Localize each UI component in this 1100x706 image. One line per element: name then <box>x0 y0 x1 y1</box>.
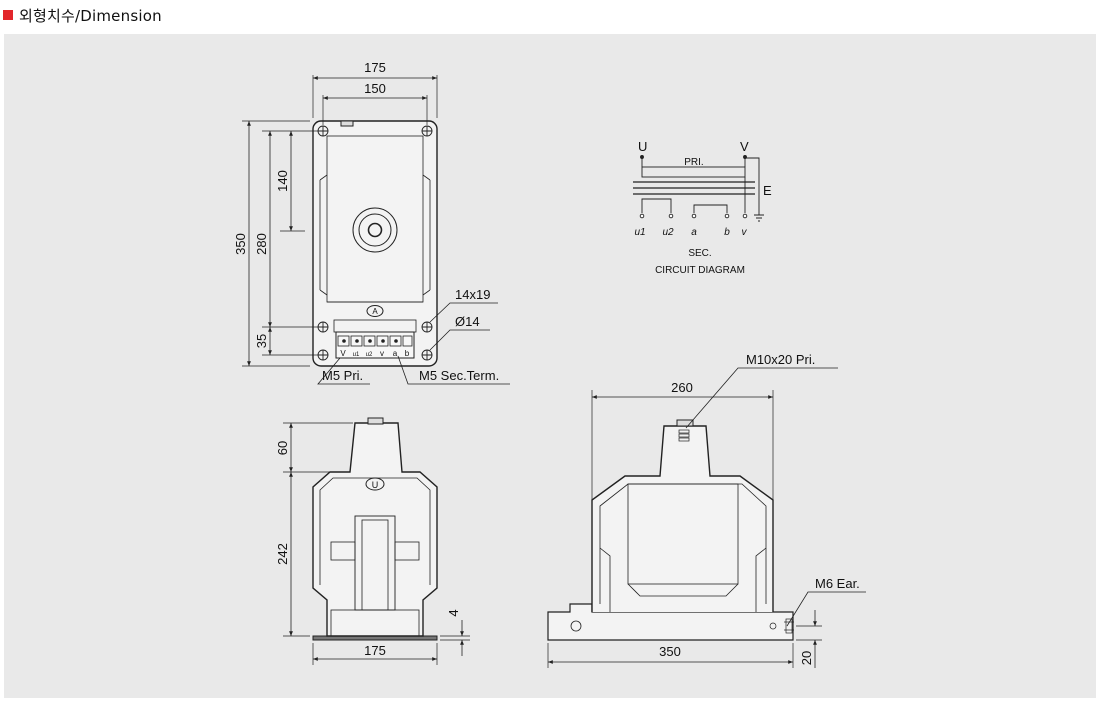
section-title: 외형치수/Dimension <box>19 6 162 25</box>
front-marker-u: U <box>372 480 379 490</box>
label-m10x20: M10x20 Pri. <box>746 352 815 367</box>
circuit-label-e: E <box>763 183 772 198</box>
dim-350-top: 350 <box>233 233 248 255</box>
dim-260: 260 <box>671 380 693 395</box>
terminal-letter: b <box>405 349 410 358</box>
label-hole: Ø14 <box>455 314 480 329</box>
front-view <box>283 417 470 665</box>
terminal-letter: u2 <box>366 352 373 358</box>
dim-35: 35 <box>254 334 269 348</box>
sec-terminal: a <box>691 227 697 238</box>
circuit-label-u: U <box>638 139 647 154</box>
front-body <box>312 422 438 637</box>
drawing-panel <box>4 34 1096 698</box>
label-slot: 14x19 <box>455 287 490 302</box>
sec-terminal: v <box>742 227 748 238</box>
label-m5-pri: M5 Pri. <box>322 368 363 383</box>
dim-4: 4 <box>446 609 461 616</box>
dim-175-front: 175 <box>364 643 386 658</box>
dim-350-side: 350 <box>659 644 681 659</box>
top-view <box>242 75 510 385</box>
terminal-letter: a <box>393 349 398 358</box>
terminal-boss <box>352 207 398 253</box>
sec-terminal: b <box>724 227 730 238</box>
label-m6-ear: M6 Ear. <box>815 576 860 591</box>
dim-175-top: 175 <box>364 60 386 75</box>
circuit-label-v: V <box>740 139 749 154</box>
dim-60: 60 <box>275 441 290 455</box>
label-m5-sec: M5 Sec.Term. <box>419 368 499 383</box>
circuit-label-pri: PRI. <box>684 157 703 168</box>
dim-150: 150 <box>364 81 386 96</box>
dim-242: 242 <box>275 543 290 565</box>
terminal-letter: V <box>340 349 346 358</box>
marker-a: A <box>372 307 378 316</box>
dim-140: 140 <box>275 170 290 192</box>
side-view <box>547 367 866 668</box>
section-header: 외형치수/Dimension <box>0 0 162 30</box>
circuit-diagram <box>633 155 764 222</box>
terminal-letter: v <box>380 349 384 358</box>
terminal-letter: u1 <box>353 352 360 358</box>
sec-terminal: u2 <box>662 227 674 238</box>
sec-terminal: u1 <box>634 227 645 238</box>
dim-20: 20 <box>799 651 814 665</box>
red-square-icon <box>3 10 13 20</box>
circuit-label-sec: SEC. <box>688 248 711 259</box>
dim-280: 280 <box>254 233 269 255</box>
circuit-caption: CIRCUIT DIAGRAM <box>655 265 745 276</box>
